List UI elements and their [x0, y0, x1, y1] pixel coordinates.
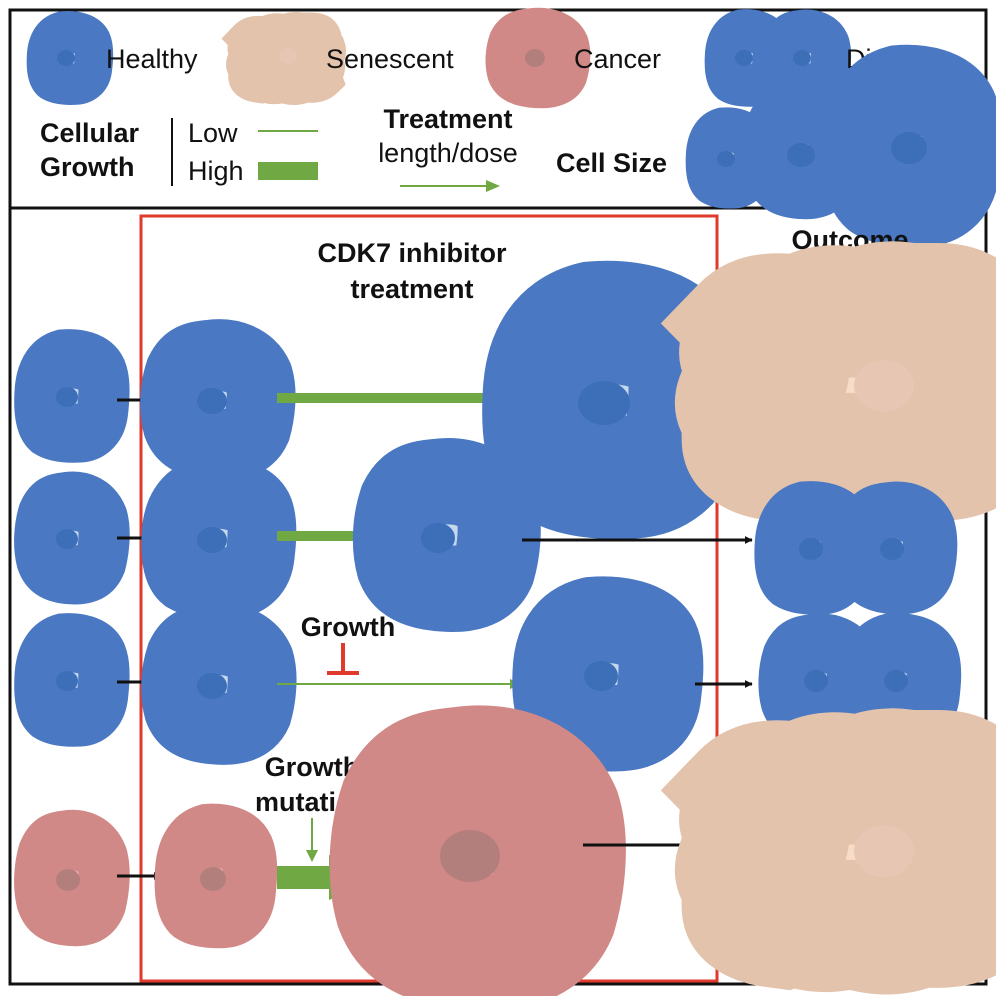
row2-dividing-outcome — [781, 511, 930, 585]
legend-cancer-label: Cancer — [574, 44, 661, 74]
row4-treated-cancer-cell — [182, 836, 250, 917]
row3-dividing-outcome — [786, 643, 934, 717]
legend-treatment-arrow — [400, 180, 500, 192]
growth-inhibition-label: Growth — [301, 612, 396, 642]
row2-treated-cell — [176, 493, 262, 584]
row3-treated-cell — [176, 639, 263, 729]
legend-healthy-label: Healthy — [106, 44, 198, 74]
legend-senescent-cell — [252, 33, 319, 84]
row4-enlarged-cancer-cell — [395, 773, 560, 942]
legend-growth-label: Growth — [40, 152, 135, 182]
legend-cell-size-label: Cell Size — [556, 148, 667, 178]
legend-high-bar — [258, 162, 318, 180]
legend-cell-size-small — [705, 130, 753, 186]
row2-enlarged-cell — [394, 481, 499, 589]
row1-enlarged-cell — [541, 322, 687, 477]
row1-treated-cell — [175, 355, 262, 445]
mutation-small-arrow — [306, 818, 318, 862]
legend-treatment-label: Treatment — [383, 104, 512, 134]
legend-cell-size-medium — [769, 113, 835, 189]
legend-low-label: Low — [188, 118, 238, 148]
row3-low-growth-arrow — [277, 679, 522, 689]
row3-enlarged-cell — [555, 620, 661, 729]
legend-senescent-label: Senescent — [326, 44, 454, 74]
row4-start-cancer-cell — [40, 840, 104, 916]
growth-inhibition-symbol — [327, 643, 359, 675]
row2-start-cell — [40, 501, 104, 575]
treatment-title-line2: treatment — [350, 274, 473, 304]
row1-senescent-outcome — [757, 305, 967, 463]
legend-length-dose-label: length/dose — [378, 138, 518, 168]
legend-high-label: High — [188, 156, 244, 186]
treatment-title-line1: CDK7 inhibitor — [318, 238, 507, 268]
legend-dividing-cells — [724, 31, 831, 85]
legend-healthy-cell — [46, 32, 94, 84]
row3-start-cell — [40, 643, 104, 717]
legend-cellular-label: Cellular — [40, 118, 140, 148]
legend-cancer-cell — [509, 30, 567, 86]
growth-mutation-label-line1: Growth — [265, 752, 360, 782]
row4-senescent-outcome — [757, 772, 967, 930]
legend-cell-size-large — [862, 90, 962, 203]
row1-start-cell — [40, 359, 104, 433]
